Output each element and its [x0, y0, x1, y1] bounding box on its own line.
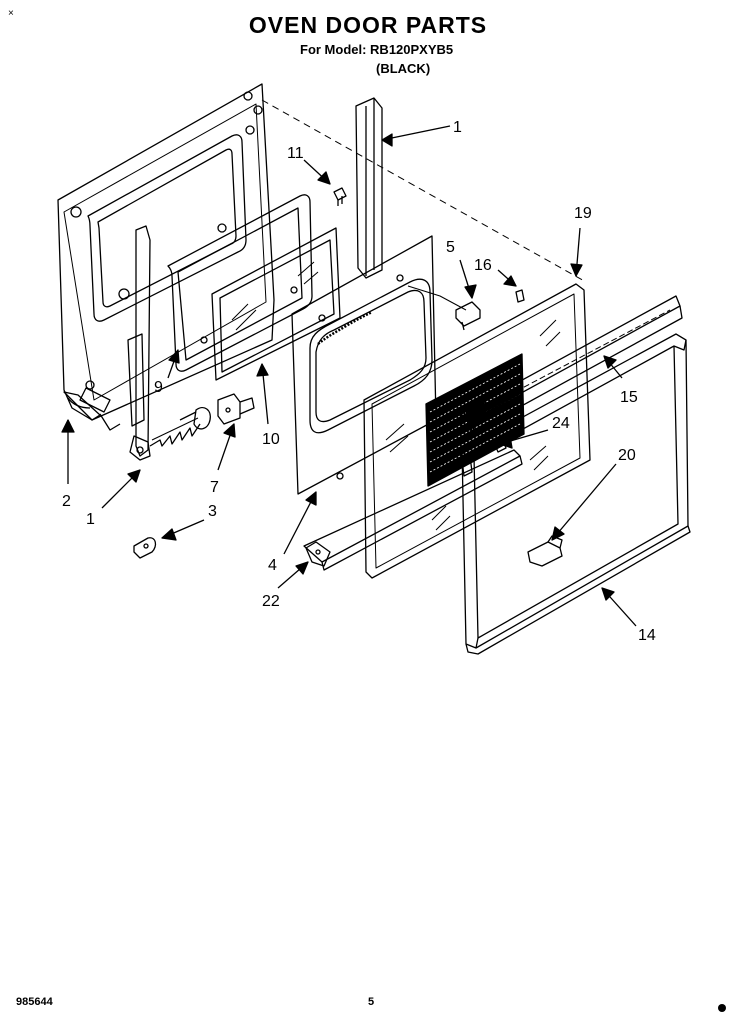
- callout-24: 24: [552, 415, 570, 432]
- part-14-outer-frame: [461, 333, 691, 655]
- part-1-upper-channel: [355, 97, 383, 279]
- callout-3: 3: [208, 503, 217, 520]
- callout-20: 20: [618, 447, 636, 464]
- page-number: 5: [368, 996, 375, 1008]
- callout-1-lower: 1: [86, 511, 95, 528]
- part-5-bracket: [455, 301, 481, 331]
- callout-14: 14: [638, 627, 656, 644]
- part-22-bottom-trim: [303, 449, 523, 571]
- callout-15: 15: [620, 389, 638, 406]
- corner-mark: ×: [8, 8, 14, 19]
- callout-11: 11: [287, 145, 304, 162]
- hinge-spring: [149, 406, 211, 447]
- page-title: OVEN DOOR PARTS: [248, 12, 488, 38]
- part-16-clip: [515, 289, 525, 303]
- color-line: (BLACK): [376, 61, 431, 76]
- alignment-line: [261, 99, 587, 283]
- leader-arrows: [61, 125, 637, 627]
- part-2-hinge-receptacle: [79, 387, 121, 431]
- part-11-clip: [333, 187, 347, 206]
- callout-7: 7: [210, 479, 219, 496]
- callout-16: 16: [474, 257, 492, 274]
- inner-door-panel: [57, 83, 275, 421]
- model-line: For Model: RB120PXYB5: [300, 42, 454, 57]
- part-15-vent-trim: [459, 295, 683, 433]
- part-20-clip: [527, 535, 563, 567]
- part-24-clip: [461, 437, 507, 477]
- part-10-glass-pane: [211, 227, 341, 381]
- callout-5: 5: [446, 239, 455, 256]
- callout-22: 22: [262, 593, 280, 610]
- callout-1-upper: 1: [453, 119, 462, 136]
- document-number: 985644: [16, 996, 53, 1008]
- callout-2: 2: [62, 493, 71, 510]
- callout-4: 4: [268, 557, 277, 574]
- part-1-hinge-arm: [127, 225, 151, 461]
- part-9-window-frame: [167, 194, 313, 372]
- callout-9: 9: [154, 379, 163, 396]
- part-3-clip: [133, 537, 157, 559]
- callout-19: 19: [574, 205, 592, 222]
- registration-dot: [718, 1004, 726, 1012]
- callout-10: 10: [262, 431, 280, 448]
- part-7-bracket: [217, 393, 255, 425]
